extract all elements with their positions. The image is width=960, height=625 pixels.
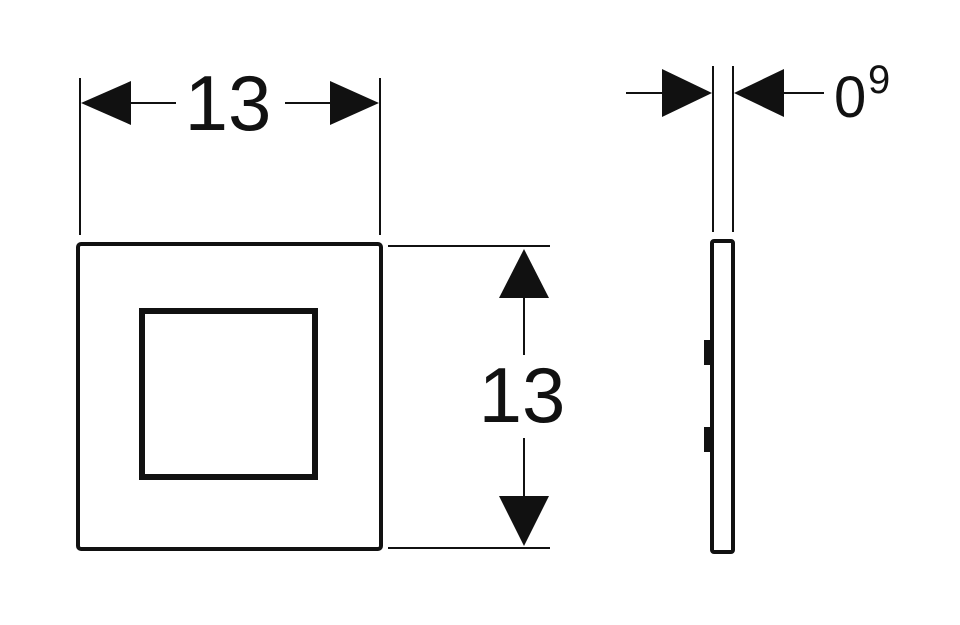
thickness-arrow-left [662,69,712,117]
thickness-label-main: 0 [834,65,866,130]
width-arrow-right [330,81,379,125]
height-arrow-bottom [499,496,549,546]
side-clip-upper [704,340,712,365]
width-arrow-left [81,81,131,125]
thickness-arrow-right [734,69,784,117]
width-label: 13 [185,59,272,147]
height-label: 13 [479,351,566,439]
height-arrow-top [499,249,549,298]
front-view [76,242,383,551]
side-clip-lower [704,427,712,452]
width-dimension: 13 [79,59,381,235]
thickness-dimension: 0 9 [626,58,890,232]
thickness-label-sup: 9 [868,58,890,102]
side-view [704,239,735,554]
height-dimension: 13 [388,245,566,549]
outer-plate [76,242,383,551]
inner-button [139,308,318,480]
side-plate [710,239,735,554]
